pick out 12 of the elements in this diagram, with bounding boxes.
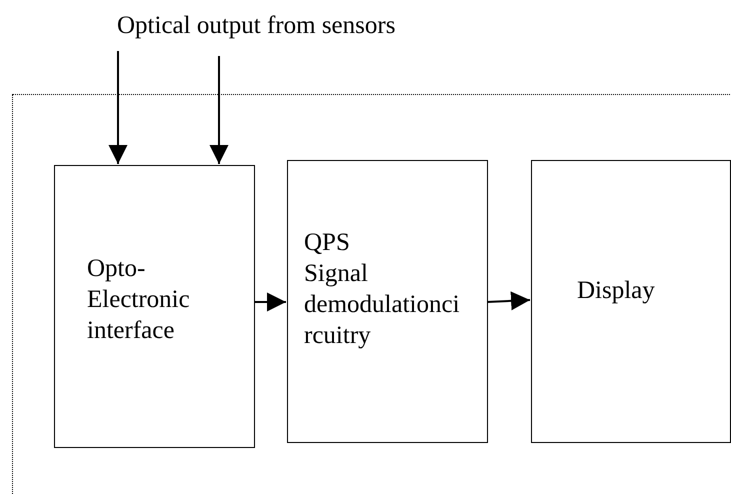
- arrow: [254, 292, 286, 312]
- box-label: Opto- Electronic interface: [87, 254, 190, 346]
- box-label: QPS Signal demodulationci rcuitry: [304, 228, 460, 351]
- process-box: [531, 160, 731, 443]
- process-box: [54, 165, 255, 448]
- arrow: [108, 51, 128, 164]
- process-box: [287, 160, 488, 443]
- arrow: [486, 291, 530, 310]
- dotted-boundary-box: [12, 94, 731, 494]
- arrow: [210, 56, 228, 164]
- box-label: Optical output from sensors: [117, 11, 396, 41]
- box-label: Display: [577, 276, 655, 306]
